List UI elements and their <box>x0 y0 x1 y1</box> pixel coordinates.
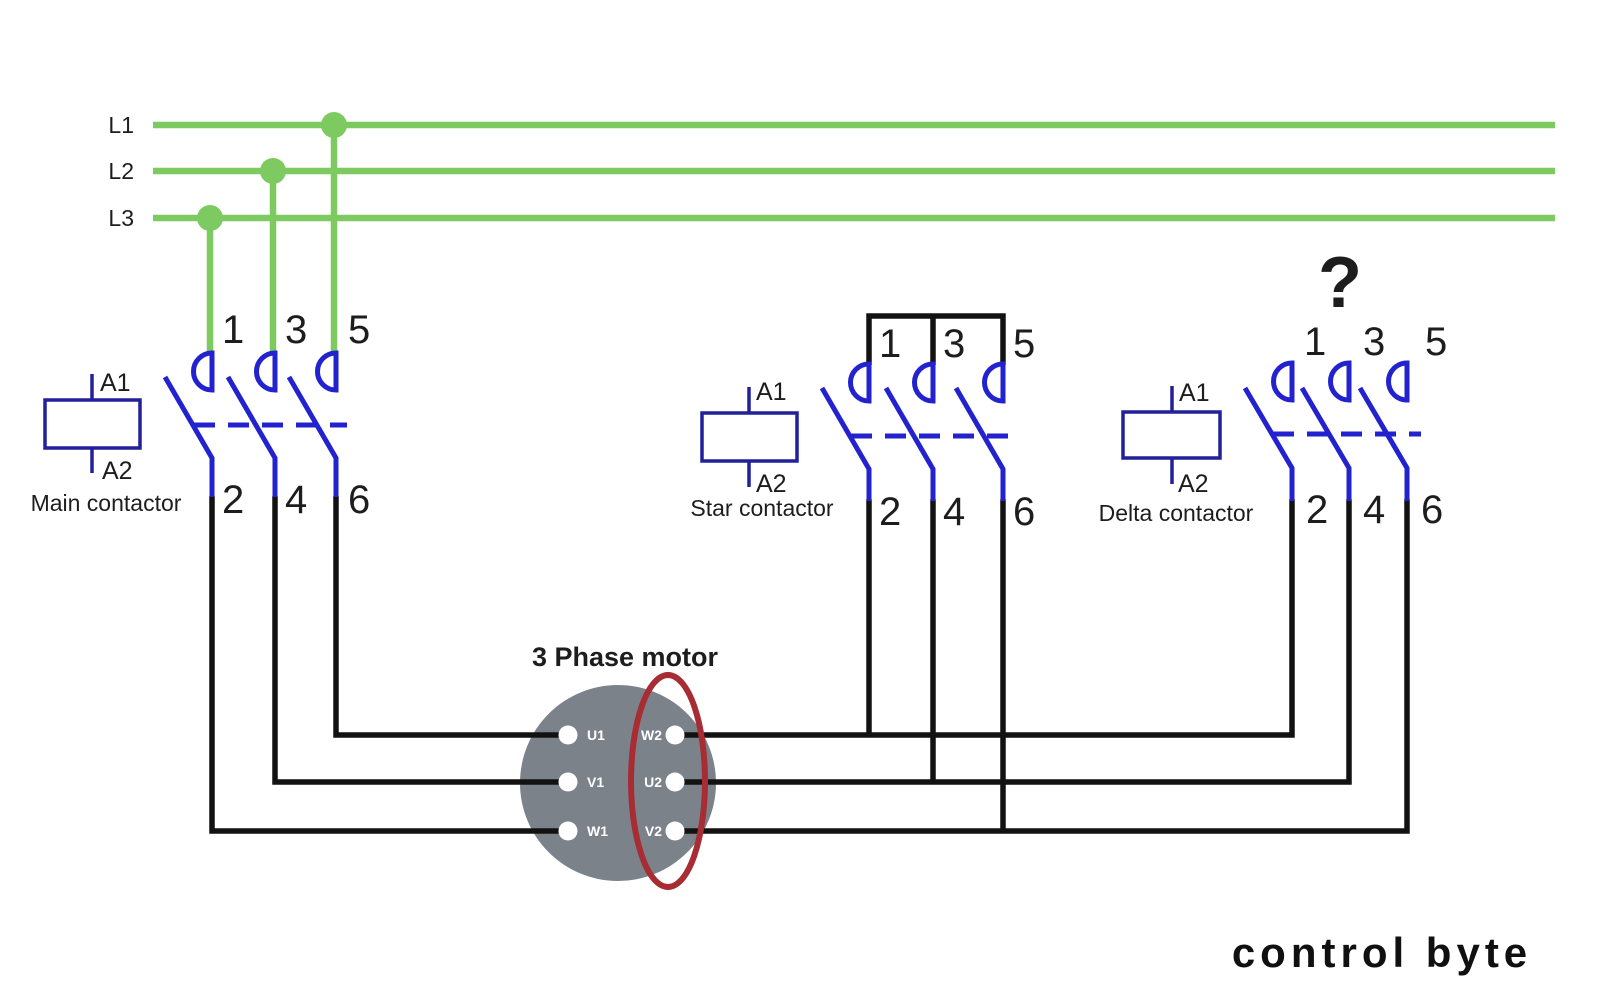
main-coil-a1-label: A1 <box>100 369 131 397</box>
main-contactor-label: Main contactor <box>31 490 182 516</box>
supply-lines: L1 L2 L3 <box>108 112 1555 352</box>
main-contactor: A1 A2 Main contactor 1 3 5 2 4 6 <box>31 308 371 522</box>
delta-coil-a1-label: A1 <box>1179 379 1210 407</box>
star-terminal-4: 4 <box>943 490 965 534</box>
star-contactor: A1 A2 Star contactor 1 3 5 2 4 6 <box>690 322 1035 534</box>
motor-terminal-dot-v1 <box>558 772 578 792</box>
junction-dot-l1 <box>321 112 347 138</box>
motor: 3 Phase motor U1 V1 W1 W2 U2 V2 <box>532 642 719 890</box>
delta-terminal-3: 3 <box>1363 320 1385 364</box>
main-terminal-2: 2 <box>222 478 244 522</box>
motor-label-u1: U1 <box>587 727 605 743</box>
main-pole1-fixed-contact <box>191 350 215 393</box>
main-coil <box>43 398 142 450</box>
main-pole3-fixed-contact <box>315 350 339 393</box>
star-terminal-1: 1 <box>879 322 901 366</box>
power-wiring <box>209 313 1410 834</box>
wire-main4-to-v1 <box>272 496 563 785</box>
delta-contactor: ? A1 A2 Delta contactor 1 3 5 2 4 6 <box>1099 243 1448 532</box>
delta-coil-a2-label: A2 <box>1178 470 1209 498</box>
supply-label-l2: L2 <box>108 158 134 184</box>
delta-contactor-label: Delta contactor <box>1099 500 1254 526</box>
motor-terminal-dot-w1 <box>558 821 578 841</box>
delta-terminal-2: 2 <box>1306 488 1328 532</box>
wire-main6-to-u1 <box>333 496 563 738</box>
main-pole3-blade <box>286 375 339 497</box>
star-pole2-blade <box>883 386 936 501</box>
delta-pole3-blade <box>1357 386 1410 501</box>
brand-logo: control byte <box>1232 929 1532 976</box>
delta-pole3-fixed-contact <box>1386 360 1410 403</box>
motor-label-w1: W1 <box>587 823 608 839</box>
main-terminal-3: 3 <box>285 308 307 352</box>
motor-terminal-dot-v2 <box>665 821 685 841</box>
main-pole2-blade <box>225 375 278 497</box>
delta-terminal-1: 1 <box>1304 320 1326 364</box>
star-terminal-2: 2 <box>879 490 901 534</box>
star-terminal-6: 6 <box>1013 490 1035 534</box>
motor-label-v1: V1 <box>587 774 604 790</box>
delta-terminal-5: 5 <box>1425 320 1447 364</box>
star-terminal-5: 5 <box>1013 322 1035 366</box>
delta-pole2-fixed-contact <box>1328 360 1352 403</box>
star-coil-a1-label: A1 <box>756 378 787 406</box>
supply-label-l3: L3 <box>108 205 134 231</box>
motor-label-u2: U2 <box>644 774 662 790</box>
supply-label-l1: L1 <box>108 112 134 138</box>
main-terminal-5: 5 <box>348 308 370 352</box>
star-pole1-fixed-contact <box>848 361 872 404</box>
star-bridge <box>866 313 1006 365</box>
motor-title: 3 Phase motor <box>532 642 719 672</box>
wire-main2-to-w1 <box>209 496 563 834</box>
motor-terminal-dot-u2 <box>665 772 685 792</box>
wire-u2-to-delta4 <box>673 499 1352 785</box>
delta-terminal-4: 4 <box>1363 488 1385 532</box>
star-pole2-fixed-contact <box>912 361 936 404</box>
delta-pole1-blade <box>1242 386 1295 501</box>
delta-terminal-6: 6 <box>1421 488 1443 532</box>
highlight-ellipse <box>628 672 708 890</box>
main-terminal-4: 4 <box>285 478 307 522</box>
delta-pole2-blade <box>1299 386 1352 501</box>
motor-terminal-dot-u1 <box>558 725 578 745</box>
main-terminal-6: 6 <box>348 478 370 522</box>
star-coil <box>700 411 799 463</box>
junction-dot-l3 <box>197 205 223 231</box>
delta-pole1-fixed-contact <box>1271 360 1295 403</box>
main-pole1-blade <box>162 375 215 497</box>
star-terminal-3: 3 <box>943 322 965 366</box>
motor-terminal-dot-w2 <box>665 725 685 745</box>
wire-v2-to-delta6 <box>673 499 1410 834</box>
motor-label-w2: W2 <box>641 727 662 743</box>
star-pole1-blade <box>819 386 872 501</box>
main-terminal-1: 1 <box>222 308 244 352</box>
question-mark: ? <box>1318 243 1362 323</box>
star-pole3-fixed-contact <box>982 361 1006 404</box>
star-coil-a2-label: A2 <box>756 470 787 498</box>
wire-w2-to-delta2 <box>673 499 1295 738</box>
delta-coil <box>1121 410 1222 460</box>
star-contactor-label: Star contactor <box>690 495 834 521</box>
star-pole3-blade <box>953 386 1006 501</box>
main-pole2-fixed-contact <box>254 350 278 393</box>
junction-dot-l2 <box>260 158 286 184</box>
main-coil-a2-label: A2 <box>102 457 133 485</box>
motor-label-v2: V2 <box>645 823 662 839</box>
